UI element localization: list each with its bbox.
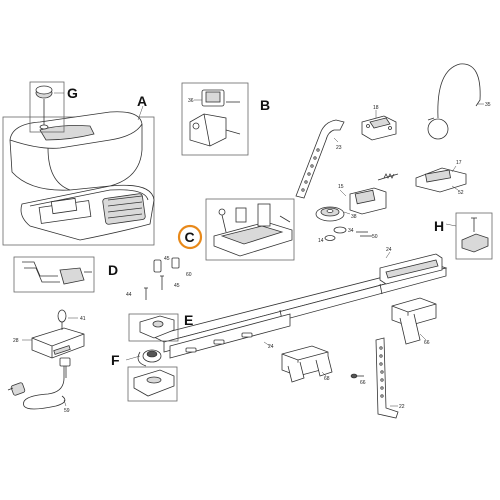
part-24-rail[interactable] (150, 251, 448, 359)
group-label-e: E (184, 312, 193, 328)
group-label-h: H (434, 218, 444, 234)
group-c-frame (205, 198, 295, 261)
group-f-frame (127, 366, 178, 402)
small-screw[interactable] (350, 373, 364, 379)
release-handle (427, 118, 449, 140)
part-68-bracket-left[interactable] (281, 345, 333, 383)
part-number-17: 17 (456, 160, 462, 166)
part-number-24b: 24 (268, 344, 274, 350)
part-number-18: 18 (373, 105, 379, 111)
power-supply-box (31, 327, 85, 359)
group-label-c: C (185, 229, 195, 245)
group-label-f: F (111, 352, 120, 368)
part-number-28: 28 (13, 338, 19, 344)
part-14-washer (324, 235, 336, 241)
part-number-45b: 45 (174, 283, 180, 289)
group-label-d: D (108, 262, 118, 278)
part-66-bracket-right[interactable] (391, 297, 437, 345)
group-label-a: A (137, 93, 147, 109)
part-number-35: 35 (485, 102, 491, 108)
part-number-23: 23 (336, 145, 342, 151)
small-hardware[interactable] (144, 257, 180, 300)
group-a-motor-housing[interactable] (2, 105, 155, 246)
power-supply-unit[interactable] (22, 309, 85, 359)
part-35-emergency-release[interactable] (427, 63, 484, 140)
part-59-power-cord[interactable] (7, 357, 71, 410)
part-number-66a: 66 (424, 340, 430, 346)
part-number-41: 41 (80, 316, 86, 322)
part-number-14: 14 (318, 238, 324, 244)
group-label-b: B (260, 97, 270, 113)
group-g-frame (29, 81, 65, 133)
group-b-control-box[interactable] (181, 82, 249, 156)
group-h-frame (455, 212, 493, 260)
group-label-g: G (67, 85, 78, 101)
drive-sprocket-assembly[interactable] (315, 173, 399, 241)
part-number-24a: 24 (386, 247, 392, 253)
part-23-door-arm[interactable] (295, 119, 345, 199)
part-number-44: 44 (126, 292, 132, 298)
part-number-22: 22 (399, 404, 405, 410)
part-number-15: 15 (338, 184, 344, 190)
group-e-frame (128, 313, 179, 342)
part-number-59: 59 (64, 408, 70, 414)
group-h-clip[interactable] (445, 212, 493, 260)
group-e-pulley[interactable] (128, 313, 179, 342)
part-number-34: 34 (348, 228, 354, 234)
part-number-38: 38 (351, 214, 357, 220)
group-d-wiring[interactable] (13, 256, 95, 293)
part-number-50: 50 (372, 234, 378, 240)
part-number-60: 60 (186, 272, 192, 278)
part-17-clamp-bracket[interactable] (415, 165, 467, 193)
highlight-ring (177, 224, 203, 250)
group-b-frame (181, 82, 249, 156)
group-g-bulb[interactable] (29, 81, 65, 133)
part-number-68: 68 (324, 376, 330, 382)
part-number-45a: 45 (164, 256, 170, 262)
part-22-l-bracket[interactable] (375, 337, 399, 419)
part-number-36: 36 (188, 98, 194, 104)
part-number-66b: 66 (360, 380, 366, 386)
part-number-52: 52 (458, 190, 464, 196)
part-34-washer (333, 226, 347, 234)
group-f-end-pulley[interactable] (125, 349, 178, 402)
group-d-frame (13, 256, 95, 293)
control-unit (189, 113, 227, 147)
group-c-carriage[interactable] (205, 198, 295, 261)
part-18-bracket[interactable] (361, 110, 397, 141)
